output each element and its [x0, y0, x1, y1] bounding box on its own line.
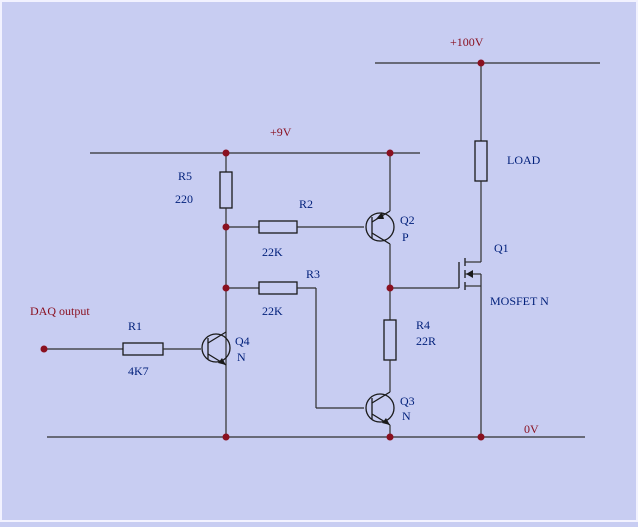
q2-collector-leg [371, 232, 391, 245]
q4-type: N [237, 350, 246, 364]
daq-output-label: DAQ output [30, 304, 90, 318]
q1-ref: Q1 [494, 241, 509, 255]
q3-collector-leg [371, 391, 391, 404]
load-label: LOAD [507, 153, 541, 167]
node-gnd-left [222, 433, 230, 441]
r1-ref: R1 [128, 319, 142, 333]
node-100v [477, 59, 485, 67]
rail-9v-label: +9V [270, 125, 292, 139]
q3-type: N [402, 409, 411, 423]
q3-transistor [365, 393, 395, 423]
q3-arrow [382, 418, 390, 425]
q2-transistor [365, 212, 395, 242]
r4-value: 22R [416, 334, 436, 348]
q4-ref: Q4 [235, 334, 250, 348]
r5-value: 220 [175, 192, 193, 206]
r5-ref: R5 [178, 169, 192, 183]
node-gnd-right [477, 433, 485, 441]
node-r5-r2 [222, 223, 230, 231]
q1-type: MOSFET N [490, 294, 549, 308]
q2-arrow [376, 212, 384, 219]
node-r3 [222, 284, 230, 292]
q4-arrow [218, 358, 226, 365]
node-gate [386, 284, 394, 292]
r2-value: 22K [262, 245, 283, 259]
q2-ref: Q2 [400, 213, 415, 227]
q2-type: P [402, 230, 409, 244]
q4-collector-leg [207, 331, 227, 344]
q3-ref: Q3 [400, 394, 415, 408]
q4-transistor [201, 333, 231, 363]
r3-value: 22K [262, 304, 283, 318]
q1-arrow [466, 270, 473, 278]
rail-0v-label: 0V [524, 422, 539, 436]
r2-ref: R2 [299, 197, 313, 211]
r1-value: 4K7 [128, 364, 149, 378]
node-gnd-mid [386, 433, 394, 441]
junction-nodes [40, 59, 485, 441]
node-9v-right [386, 149, 394, 157]
node-input [40, 345, 48, 353]
rail-100v-label: +100V [450, 35, 484, 49]
r4-ref: R4 [416, 318, 430, 332]
node-9v-left [222, 149, 230, 157]
r3-ref: R3 [306, 267, 320, 281]
